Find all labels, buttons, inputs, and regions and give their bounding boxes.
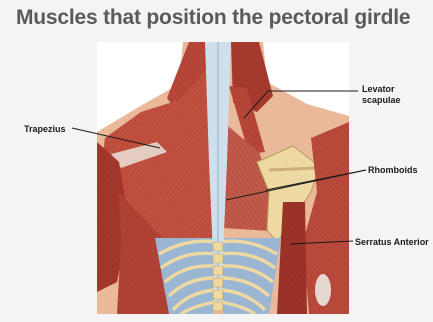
label-trapezius: Trapezius	[24, 124, 66, 135]
label-rhomboids: Rhomboids	[368, 165, 418, 176]
anatomy-illustration	[97, 42, 349, 314]
page-title: Muscles that position the pectoral girdl…	[16, 6, 410, 30]
label-serratus-anterior: Serratus Anterior	[355, 237, 429, 248]
elbow-tendon	[315, 274, 331, 306]
back-muscles-drawing	[97, 42, 349, 314]
label-levator-scapulae: Levator scapulae	[362, 84, 401, 106]
